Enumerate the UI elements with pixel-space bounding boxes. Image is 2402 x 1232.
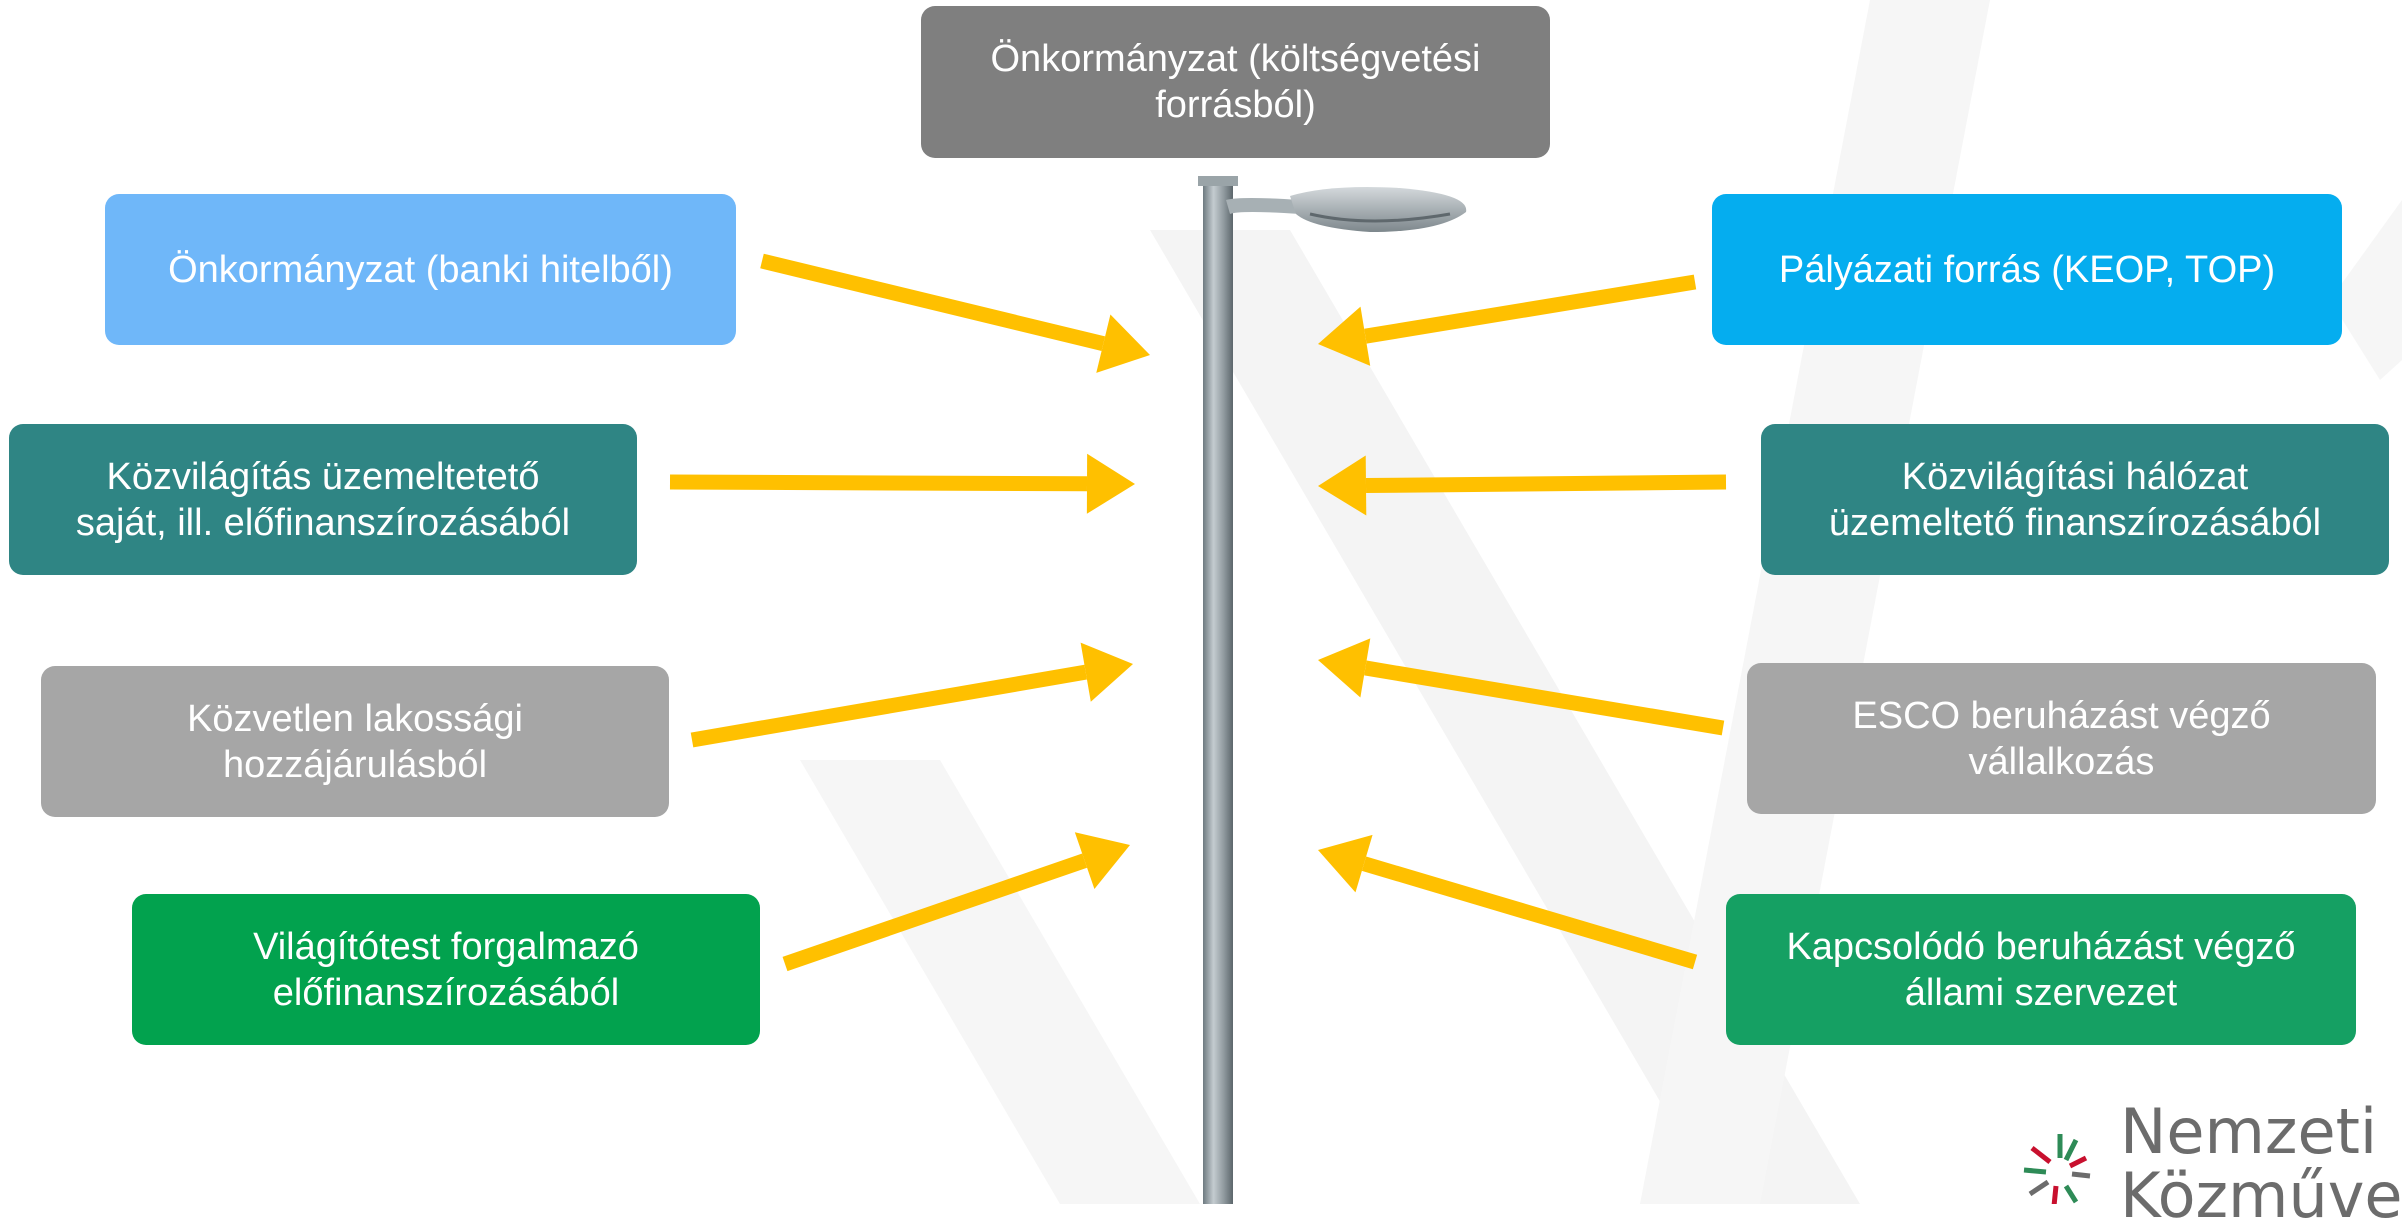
funding-box-left-2: Közvilágítás üzemeltetető saját, ill. el… xyxy=(9,424,637,575)
funding-box-left-3: Közvetlen lakossági hozzájárulásból xyxy=(41,666,669,817)
arrow-head-2 xyxy=(1086,453,1135,514)
arrow-shaft-4 xyxy=(782,853,1088,972)
arrow-head-3 xyxy=(1080,642,1133,702)
arrow-head-8 xyxy=(1318,834,1373,893)
funding-box-left-4: Világítótest forgalmazó előfinanszírozás… xyxy=(132,894,760,1045)
arrow-shaft-5 xyxy=(1364,274,1697,344)
funding-box-left-1: Önkormányzat (banki hitelből) xyxy=(105,194,736,345)
logo-text: Nemzeti Közművek xyxy=(2120,1095,2402,1232)
funding-box-right-3: ESCO beruházást végző vállalkozás xyxy=(1747,663,2376,814)
arrow-head-4 xyxy=(1074,832,1130,890)
arrow-shaft-7 xyxy=(1364,660,1725,736)
arrow-head-5 xyxy=(1318,306,1371,366)
arrow-shaft-6 xyxy=(1365,474,1727,494)
starburst-logo-icon xyxy=(2023,1134,2091,1204)
arrow-shaft-2 xyxy=(669,474,1088,492)
arrow-head-1 xyxy=(1096,314,1150,373)
arrows xyxy=(669,253,1727,972)
arrow-shaft-8 xyxy=(1361,856,1698,970)
funding-box-right-1: Pályázati forrás (KEOP, TOP) xyxy=(1712,194,2342,345)
funding-box-right-4: Kapcsolódó beruházást végző állami szerv… xyxy=(1726,894,2356,1045)
arrow-head-7 xyxy=(1318,638,1371,698)
funding-box-right-2: Közvilágítási hálózat üzemeltető finansz… xyxy=(1761,424,2389,575)
center-funding-box: Önkormányzat (költségvetési forrásból) xyxy=(921,6,1550,158)
arrow-shaft-3 xyxy=(690,664,1087,748)
arrow-shaft-1 xyxy=(760,253,1106,351)
arrow-head-6 xyxy=(1318,455,1367,516)
street-lamp-image xyxy=(1198,176,1467,1204)
